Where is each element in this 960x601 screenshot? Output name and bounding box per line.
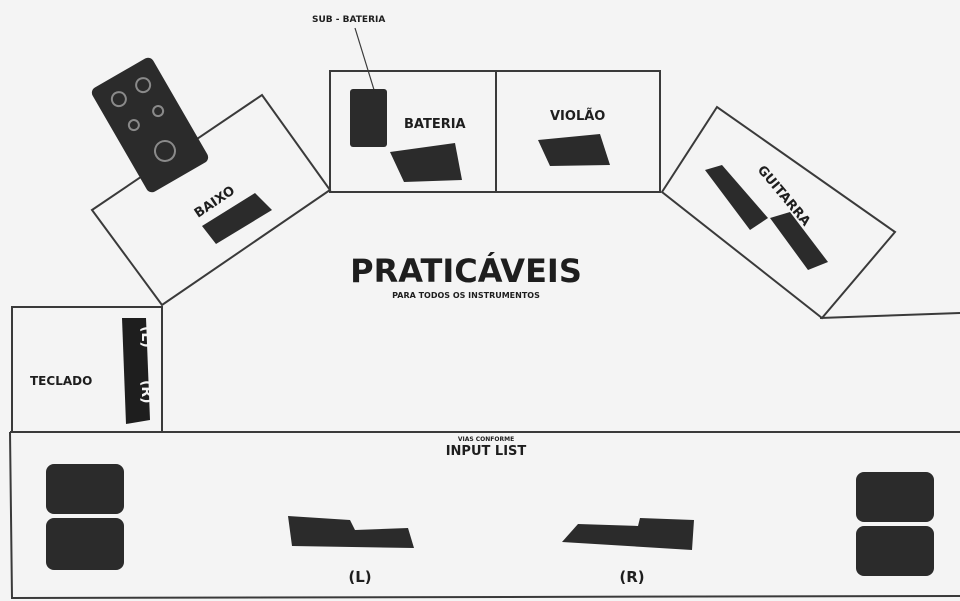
sub-bateria-cabinet <box>350 89 387 147</box>
baixo-monitor-wedge <box>202 193 272 244</box>
praticaveis-subtitle: PARA TODOS OS INSTRUMENTOS <box>392 291 540 300</box>
front-monitor-left <box>288 516 414 548</box>
amp-footswitch-icon <box>154 139 176 162</box>
side-fill-right-bottom <box>856 526 934 576</box>
sub-bateria-pointer <box>354 27 376 94</box>
side-fill-left-bottom <box>46 518 124 570</box>
sub-bateria-label: SUB - BATERIA <box>312 15 385 25</box>
front-monitor-right-label: (R) <box>619 568 644 586</box>
teclado-riser <box>11 306 163 433</box>
side-fill-left-top <box>46 464 124 514</box>
violao-label: VIOLÃO <box>550 108 605 124</box>
guitarra-riser <box>660 105 897 320</box>
input-note-main: INPUT LIST <box>446 444 527 459</box>
teclado-keyboard-stand <box>122 318 150 424</box>
front-monitor-left-label: (L) <box>348 568 371 586</box>
side-fill-right-top <box>856 472 934 522</box>
front-monitor-right <box>562 518 694 550</box>
baixo-riser <box>90 93 332 307</box>
amp-knob-icon <box>110 91 127 108</box>
stage-outline <box>9 431 960 600</box>
teclado-right-label: (R) <box>138 380 154 404</box>
amp-knob-icon <box>152 105 165 118</box>
amp-knob-icon <box>127 119 140 132</box>
stage-right-edge <box>819 312 960 319</box>
amp-knob-icon <box>135 77 152 94</box>
teclado-label: TECLADO <box>30 374 92 388</box>
baixo-amp <box>91 57 209 193</box>
input-note-small: VIAS CONFORME <box>458 436 514 443</box>
violao-monitor-wedge <box>538 134 610 166</box>
praticaveis-title: PRATICÁVEIS <box>350 252 582 290</box>
guitarra-monitor-wedge-1 <box>705 165 768 230</box>
teclado-left-label: (L) <box>138 326 154 348</box>
bateria-monitor-wedge <box>390 143 462 182</box>
guitarra-monitor-wedge-2 <box>770 212 828 270</box>
violao-riser <box>495 70 661 193</box>
bateria-label: BATERIA <box>404 117 466 132</box>
